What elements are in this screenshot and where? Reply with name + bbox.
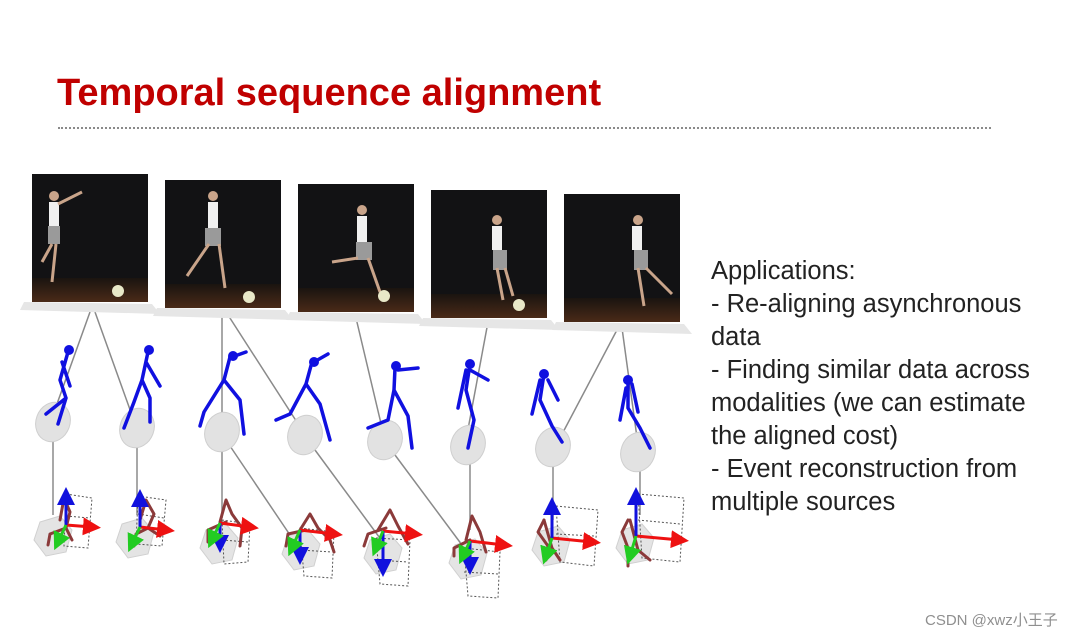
alignment-figure: [0, 160, 700, 610]
application-line: the aligned cost): [711, 422, 899, 450]
pose-3d: [33, 487, 689, 599]
application-line: - Re-aligning asynchronous: [711, 290, 1022, 318]
application-line: modalities (we can estimate: [711, 389, 1026, 417]
application-line: multiple sources: [711, 488, 896, 516]
watermark: CSDN @xwz小王子: [925, 612, 1058, 629]
application-line: - Finding similar data across: [711, 356, 1030, 384]
applications-list: Applications: - Re-aligning asynchronous…: [711, 255, 1081, 519]
title-divider: [58, 127, 991, 129]
stick-figures: [35, 345, 656, 473]
application-line: data: [711, 323, 761, 351]
video-frames: [20, 174, 692, 334]
applications-heading: Applications:: [711, 257, 856, 285]
slide-title: Temporal sequence alignment: [57, 72, 602, 114]
application-line: - Event reconstruction from: [711, 455, 1018, 483]
alignment-links: [52, 311, 641, 546]
